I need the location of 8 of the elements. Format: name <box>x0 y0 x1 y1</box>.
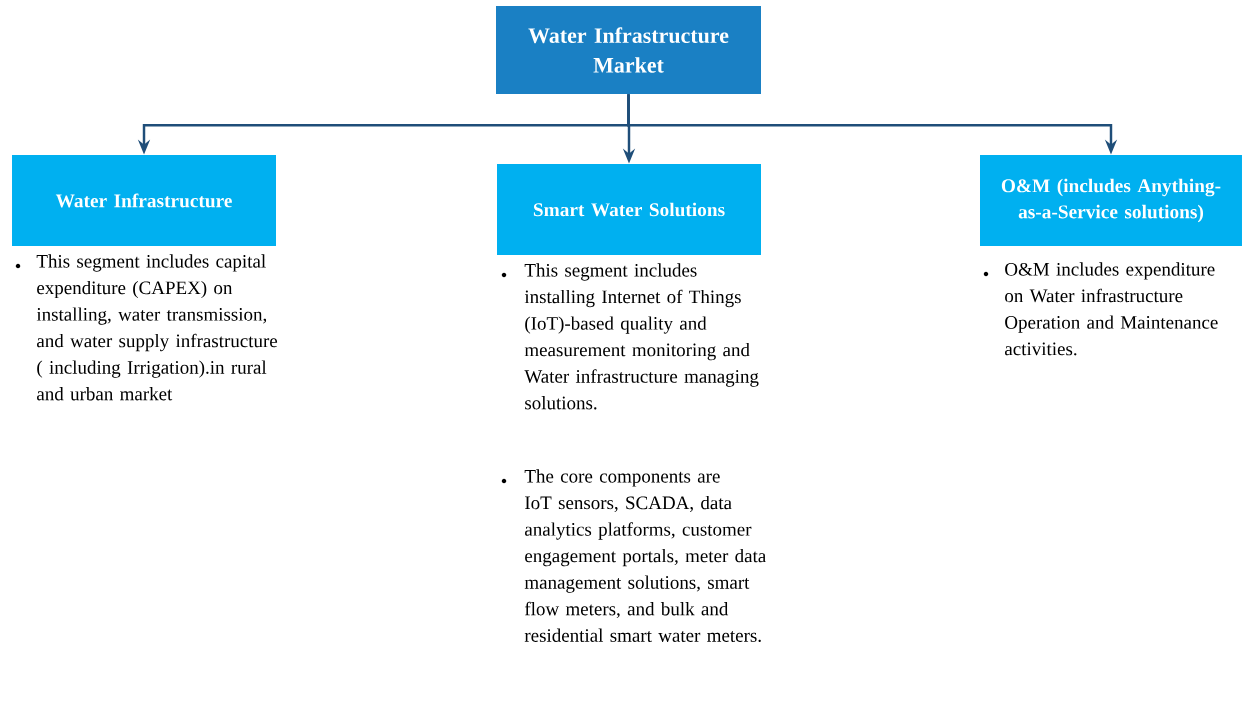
category-box: Water Infrastructure Market <box>496 6 761 94</box>
category-box: O&M (includes Anything-as-a-Service solutions) <box>980 155 1242 246</box>
bullet-text: O&M includes expenditure on Water infrastructure Operation and Maintenance activities. <box>1005 262 1218 356</box>
bullet-text: This segment includes installing Internet of Things (IoT)-based quality and measurement monitoring and Water infrastructure managing solutions. <box>524 263 759 410</box>
bullet-text: This segment includes capital expenditure (CAPEX) on installing, water transmission, and water supply infrastructure ( including Irrigation).in rural and urban market <box>36 254 278 401</box>
category-box: Water Infrastructure <box>12 155 276 246</box>
bullet-text: The core components are IoT sensors, SCADA, data analytics platforms, customer engagement portals, meter data management solutions, smart flow meters, and bulk and residential smart water meters. <box>524 469 766 642</box>
category-box: Smart Water Solutions <box>497 164 761 255</box>
